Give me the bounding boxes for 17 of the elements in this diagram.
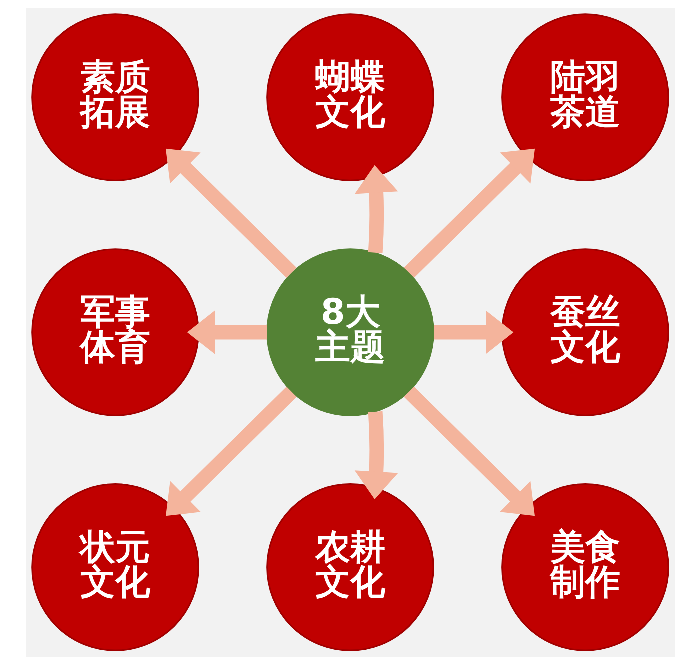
node-circle: 军事体育 (31, 248, 199, 416)
node-circle: 农耕文化 (266, 484, 434, 652)
arrow (186, 310, 267, 354)
node-circle: 蚕丝文化 (501, 248, 669, 416)
arrow (404, 148, 535, 278)
node-circle: 美食制作 (501, 484, 669, 652)
arrow (354, 165, 398, 254)
arrow (166, 386, 296, 516)
node-circle: 状元文化 (31, 484, 199, 652)
node-circle: 蝴蝶文化 (266, 14, 434, 182)
arrow (165, 148, 296, 278)
node-circle: 陆羽茶道 (501, 14, 669, 182)
arrow (404, 386, 534, 516)
arrow (354, 411, 398, 500)
arrow (434, 310, 514, 354)
node-circle: 8大主题 (266, 248, 434, 416)
node-circle: 素质拓展 (31, 14, 199, 182)
